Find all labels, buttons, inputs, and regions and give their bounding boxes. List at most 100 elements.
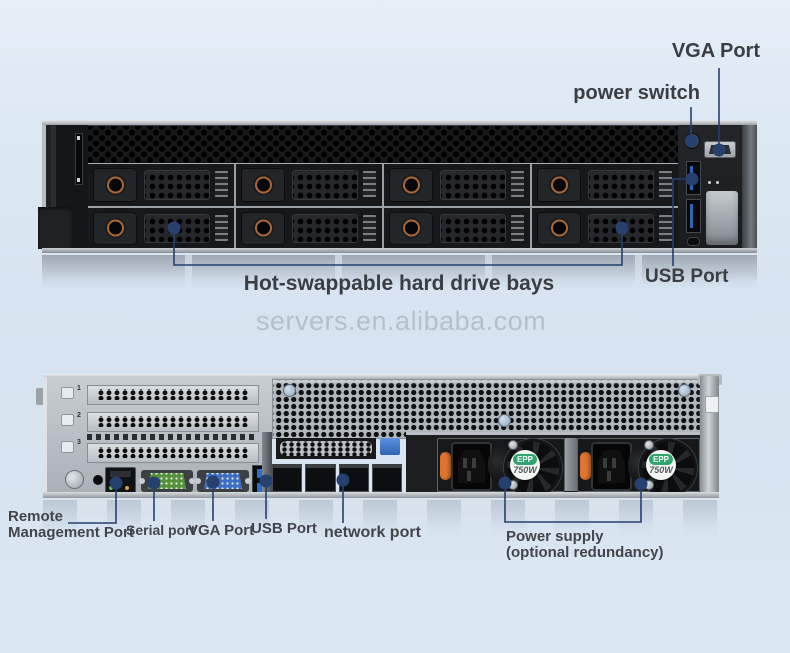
drive-bay xyxy=(532,207,678,249)
bay-label-sticker xyxy=(511,171,524,197)
label-power-supply: Power supply (optional redundancy) xyxy=(506,529,664,561)
psu-wattage-badge: EPP 750W xyxy=(646,450,676,480)
psu-divider xyxy=(565,438,577,491)
psu-power-inlet xyxy=(451,442,492,491)
bay-latch-ring xyxy=(403,176,420,194)
blue-release-clip xyxy=(380,438,400,455)
label-remote-line2: Management Port xyxy=(8,524,134,541)
label-vga-port-front: VGA Port xyxy=(671,40,760,62)
power-supply-unit: EPP 750W xyxy=(577,438,700,497)
psu-orange-clip xyxy=(440,452,451,480)
pci-retention-clip xyxy=(61,387,74,399)
network-port xyxy=(338,464,369,492)
front-usb-port xyxy=(686,199,701,233)
drive-bay xyxy=(236,164,382,206)
front-usb-port xyxy=(686,161,701,195)
pci-slot-number: 3 xyxy=(77,439,81,446)
bay-latch-ring xyxy=(107,219,124,237)
thumbscrew xyxy=(283,384,296,397)
front-view-photo xyxy=(38,120,757,253)
status-led xyxy=(716,181,719,184)
label-vga-port-rear: VGA Port xyxy=(188,522,255,539)
serial-port-connector xyxy=(139,470,195,492)
psu-power-inlet xyxy=(591,442,632,491)
pci-slot-cover xyxy=(87,443,259,463)
rear-perforated-panel xyxy=(272,379,702,439)
bay-label-sticker xyxy=(659,171,672,197)
pci-retention-clip xyxy=(61,441,74,453)
status-led xyxy=(708,181,711,184)
label-psu-line1: Power supply xyxy=(506,528,604,545)
bay-grille xyxy=(440,170,506,200)
bay-grille xyxy=(588,170,654,200)
riser-slot-vent xyxy=(276,438,376,459)
serial-port-face xyxy=(148,473,186,489)
psu-wattage-badge: EPP 750W xyxy=(510,450,540,480)
front-bottom-rail xyxy=(42,248,757,253)
drive-bay xyxy=(384,207,530,249)
front-left-rack-ear xyxy=(38,125,88,249)
remote-management-port xyxy=(105,467,136,494)
network-port-block xyxy=(272,464,402,492)
half-height-vent xyxy=(87,434,257,440)
network-port xyxy=(371,464,402,492)
pci-slot-vent xyxy=(96,447,250,458)
network-port xyxy=(305,464,336,492)
thumbscrew xyxy=(498,414,511,427)
fan-screw xyxy=(644,480,654,490)
drive-bay xyxy=(88,207,234,249)
label-usb-port-rear: USB Port xyxy=(251,520,317,537)
rear-top-rail xyxy=(43,374,719,379)
bay-label-sticker xyxy=(215,171,228,197)
psu-badge-wattage: 750W xyxy=(513,465,537,475)
bay-label-sticker xyxy=(659,214,672,241)
bay-grille xyxy=(144,213,210,243)
fan-screw xyxy=(644,440,654,450)
pci-slot-number: 2 xyxy=(77,412,81,419)
pci-slot-vent xyxy=(96,416,250,427)
bay-latch-ring xyxy=(255,219,272,237)
pci-retention-clip xyxy=(61,414,74,426)
fan-screw xyxy=(508,480,518,490)
bay-label-sticker xyxy=(363,171,376,197)
power-button xyxy=(684,133,700,149)
drive-bay xyxy=(532,164,678,206)
bay-grille xyxy=(588,213,654,243)
pci-slot-number: 1 xyxy=(77,385,81,392)
rear-view-photo: 1 2 3 xyxy=(36,374,722,498)
pci-slot-vent xyxy=(96,389,250,400)
fan-screw xyxy=(508,440,518,450)
psu-bay: EPP 750W EPP 750W xyxy=(406,432,700,497)
psu-badge-wattage: 750W xyxy=(649,465,673,475)
label-remote-line1: Remote xyxy=(8,508,64,525)
bay-label-sticker xyxy=(363,214,376,241)
chassis-screw xyxy=(65,470,84,489)
front-left-latch-block xyxy=(38,207,72,249)
rear-pci-section: 1 2 3 xyxy=(43,377,276,497)
label-psu-line2: (optional redundancy) xyxy=(506,544,664,561)
rear-right-rack-ear xyxy=(700,376,719,494)
psu-orange-clip xyxy=(580,452,591,480)
pci-slot-cover xyxy=(87,385,259,405)
psu-badge-brand: EPP xyxy=(649,454,673,465)
watermark-text: servers.en.alibaba.com xyxy=(256,306,547,336)
label-power-switch: power switch xyxy=(573,82,700,104)
front-top-rail xyxy=(42,120,757,125)
label-drive-bays: Hot-swappable hard drive bays xyxy=(243,272,555,295)
rear-ear-clip xyxy=(705,396,719,413)
bay-grille xyxy=(292,213,358,243)
front-micro-usb-port xyxy=(687,237,700,246)
bay-latch-ring xyxy=(107,176,124,194)
bay-grille xyxy=(144,170,210,200)
front-control-panel xyxy=(678,125,742,248)
pci-slot-cover xyxy=(87,412,259,432)
chassis-divider xyxy=(262,432,272,492)
bay-label-sticker xyxy=(511,214,524,241)
bay-latch-ring xyxy=(551,219,568,237)
drive-bay xyxy=(384,164,530,206)
label-remote-management-port: Remote Management Port xyxy=(8,509,134,541)
vga-port-face xyxy=(204,473,242,489)
thumbscrew xyxy=(678,384,691,397)
bay-label-sticker xyxy=(215,214,228,241)
